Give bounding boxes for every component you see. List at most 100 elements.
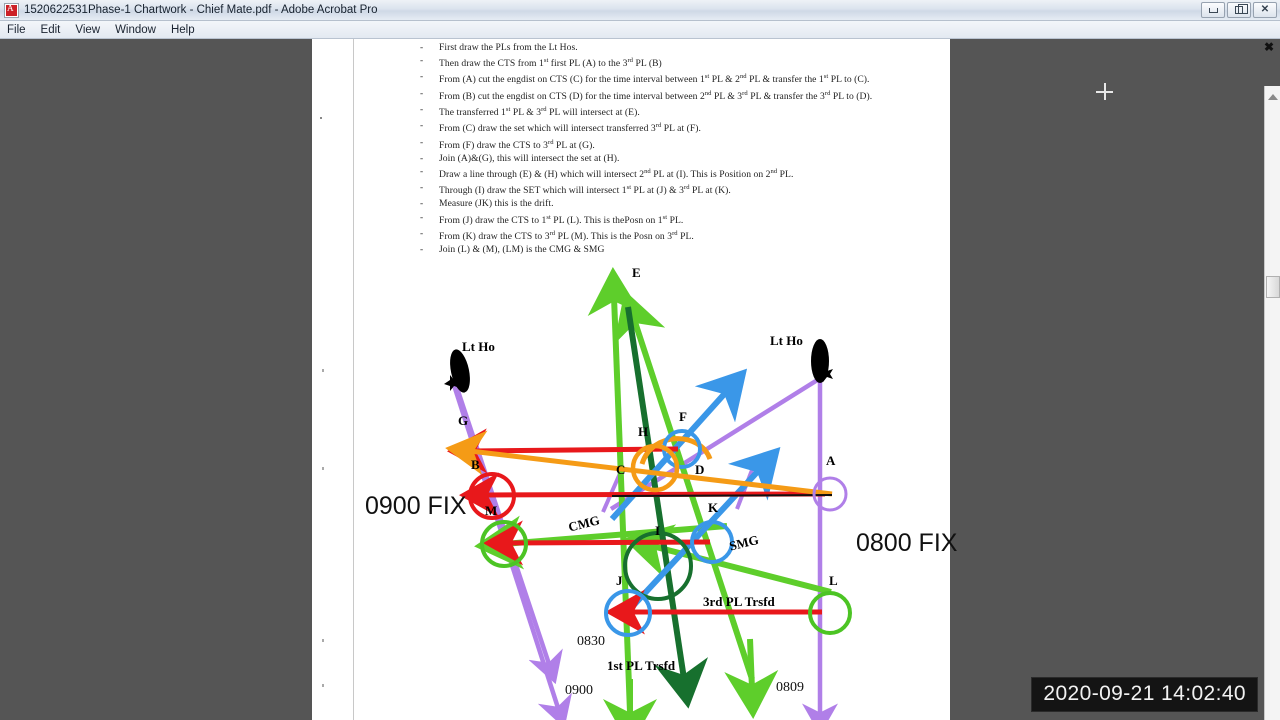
circle-L (808, 591, 852, 635)
circle-J (604, 589, 652, 637)
annotation-circles (468, 429, 852, 637)
scroll-thumb[interactable] (1266, 276, 1280, 298)
minimize-button[interactable] (1201, 2, 1225, 18)
instruction-item: -Join (L) & (M), (LM) is the CMG & SMG (420, 244, 920, 257)
instruction-item: - From (A) cut the engdist on CTS (C) for… (420, 71, 920, 87)
window-controls: ✕ (1201, 2, 1277, 18)
text-label-first-pl-trsfd: 1st PL Trsfd (607, 658, 676, 673)
page-speck (322, 639, 324, 642)
window-titlebar: 1520622531Phase-1 Chartwork - Chief Mate… (0, 0, 1280, 21)
point-label-i: I (655, 523, 661, 538)
instruction-item: - From (K) draw the CTS to 3rd PL (M). Th… (420, 228, 920, 244)
menu-edit[interactable]: Edit (40, 23, 61, 36)
timestamp-overlay: 2020-09-21 14:02:40 (1031, 677, 1258, 712)
instruction-item: - Then draw the CTS from 1st first PL (A)… (420, 55, 920, 71)
circle-K (690, 520, 734, 564)
minimize-icon (1208, 7, 1218, 13)
instruction-text: From (C) draw the set which will interse… (439, 122, 701, 135)
text-label-third-pl-trsfd: 3rd PL Trsfd (703, 594, 775, 609)
instruction-text: Then draw the CTS from 1st first PL (A) … (439, 57, 662, 70)
instruction-bullet: - (420, 228, 424, 239)
instruction-text: From (K) draw the CTS to 3rd PL (M). Thi… (439, 229, 694, 242)
circle-H (630, 443, 680, 493)
time-label-t-0830: 0830 (577, 634, 605, 649)
instruction-text: Draw a line through (E) & (H) which will… (439, 167, 794, 181)
instruction-text: First draw the PLs from the Lt Hos. (439, 42, 578, 53)
instruction-bullet: - (420, 212, 424, 223)
instruction-bullet: - (420, 166, 424, 177)
point-label-g: G (458, 413, 469, 428)
lighthouse-left-star (444, 375, 460, 391)
instruction-text: Join (A)&(G), this will intersect the se… (439, 152, 620, 164)
instruction-bullet: - (420, 43, 424, 53)
instruction-item: -Join (A)&(G), this will intersect the s… (420, 153, 920, 166)
point-label-k: K (708, 500, 719, 515)
close-icon: ✕ (1260, 4, 1270, 15)
instruction-text: From (F) draw the CTS to 3rd PL at (G). (439, 138, 595, 151)
document-workspace: -First draw the PLs from the Lt Hos.-The… (0, 39, 1280, 720)
page-speck (320, 117, 322, 119)
instruction-item: - From (J) draw the CTS to 1st PL (L). Th… (420, 212, 920, 228)
point-label-f: F (679, 409, 687, 424)
point-label-d: D (695, 462, 705, 477)
point-label-c: C (616, 462, 626, 477)
page-speck (322, 467, 324, 470)
instruction-item: - First draw the PLs from the Lt Hos. (420, 42, 920, 55)
menubar: File Edit View Window Help (0, 21, 1280, 39)
join-lines-orange (445, 430, 833, 497)
instruction-bullet: - (420, 56, 424, 67)
fix-label-fix-0800: 0800 FIX (856, 529, 958, 557)
instruction-item: -The transferred 1st PL & 3rd PL will in… (420, 104, 920, 120)
document-close-icon[interactable]: ✖ (1263, 40, 1274, 54)
menu-view[interactable]: View (75, 23, 101, 36)
text-label-lt-ho-left: Lt Ho (462, 339, 495, 354)
instruction-item: -Measure (JK) this is the drift. (420, 198, 920, 211)
restore-button[interactable] (1227, 2, 1251, 18)
circle-A (812, 476, 848, 512)
circle-B (468, 472, 516, 520)
point-label-j: J (616, 573, 623, 588)
instruction-text: Measure (JK) this is the drift. (439, 198, 554, 210)
instruction-bullet: - (420, 183, 424, 194)
point-label-l: L (829, 573, 838, 588)
close-button[interactable]: ✕ (1253, 2, 1277, 18)
instruction-item: - Through (I) draw the SET which will int… (420, 182, 920, 198)
point-label-h: H (638, 424, 649, 439)
lighthouse-right-star (817, 366, 833, 382)
instruction-bullet: - (420, 137, 424, 148)
set-lines-green (474, 267, 832, 720)
point-label-m: M (485, 503, 498, 518)
instruction-item: -From (C) draw the set which will inters… (420, 120, 920, 136)
instruction-item: - From (F) draw the CTS to 3rd PL at (G). (420, 137, 920, 153)
page-speck (322, 684, 324, 687)
lighthouse-symbols (444, 339, 833, 393)
instruction-text: Through (I) draw the SET which will inte… (439, 184, 731, 197)
window-title: 1520622531Phase-1 Chartwork - Chief Mate… (24, 4, 378, 16)
instruction-list: -First draw the PLs from the Lt Hos.-The… (420, 42, 920, 257)
pdf-icon (4, 2, 19, 18)
fix-label-fix-0900: 0900 FIX (365, 492, 467, 520)
point-label-a: A (826, 453, 836, 468)
page-speck (322, 369, 324, 372)
circle-I (623, 531, 693, 601)
crosshair-cursor (1096, 83, 1113, 100)
restore-icon (1235, 4, 1248, 14)
menu-help[interactable]: Help (170, 23, 195, 36)
instruction-bullet: - (420, 72, 424, 83)
instruction-item: -From (B) cut the engdist on CTS (D) for… (420, 88, 920, 104)
scroll-up-icon[interactable] (1268, 94, 1278, 100)
menu-file[interactable]: File (7, 23, 26, 36)
instruction-text: From (J) draw the CTS to 1st PL (L). Thi… (439, 213, 684, 226)
black-base-line (611, 494, 833, 497)
instruction-item: - Draw a line through (E) & (H) which wil… (420, 166, 920, 182)
instruction-text: From (A) cut the engdist on CTS (C) for … (439, 73, 870, 86)
instruction-bullet: - (420, 104, 424, 115)
vertical-scrollbar[interactable] (1264, 86, 1280, 720)
instruction-bullet: - (420, 88, 424, 99)
time-label-t-0900: 0900 (565, 683, 593, 698)
menu-window[interactable]: Window (115, 23, 156, 36)
point-label-b: B (471, 457, 480, 472)
pdf-page: -First draw the PLs from the Lt Hos.-The… (312, 39, 950, 720)
